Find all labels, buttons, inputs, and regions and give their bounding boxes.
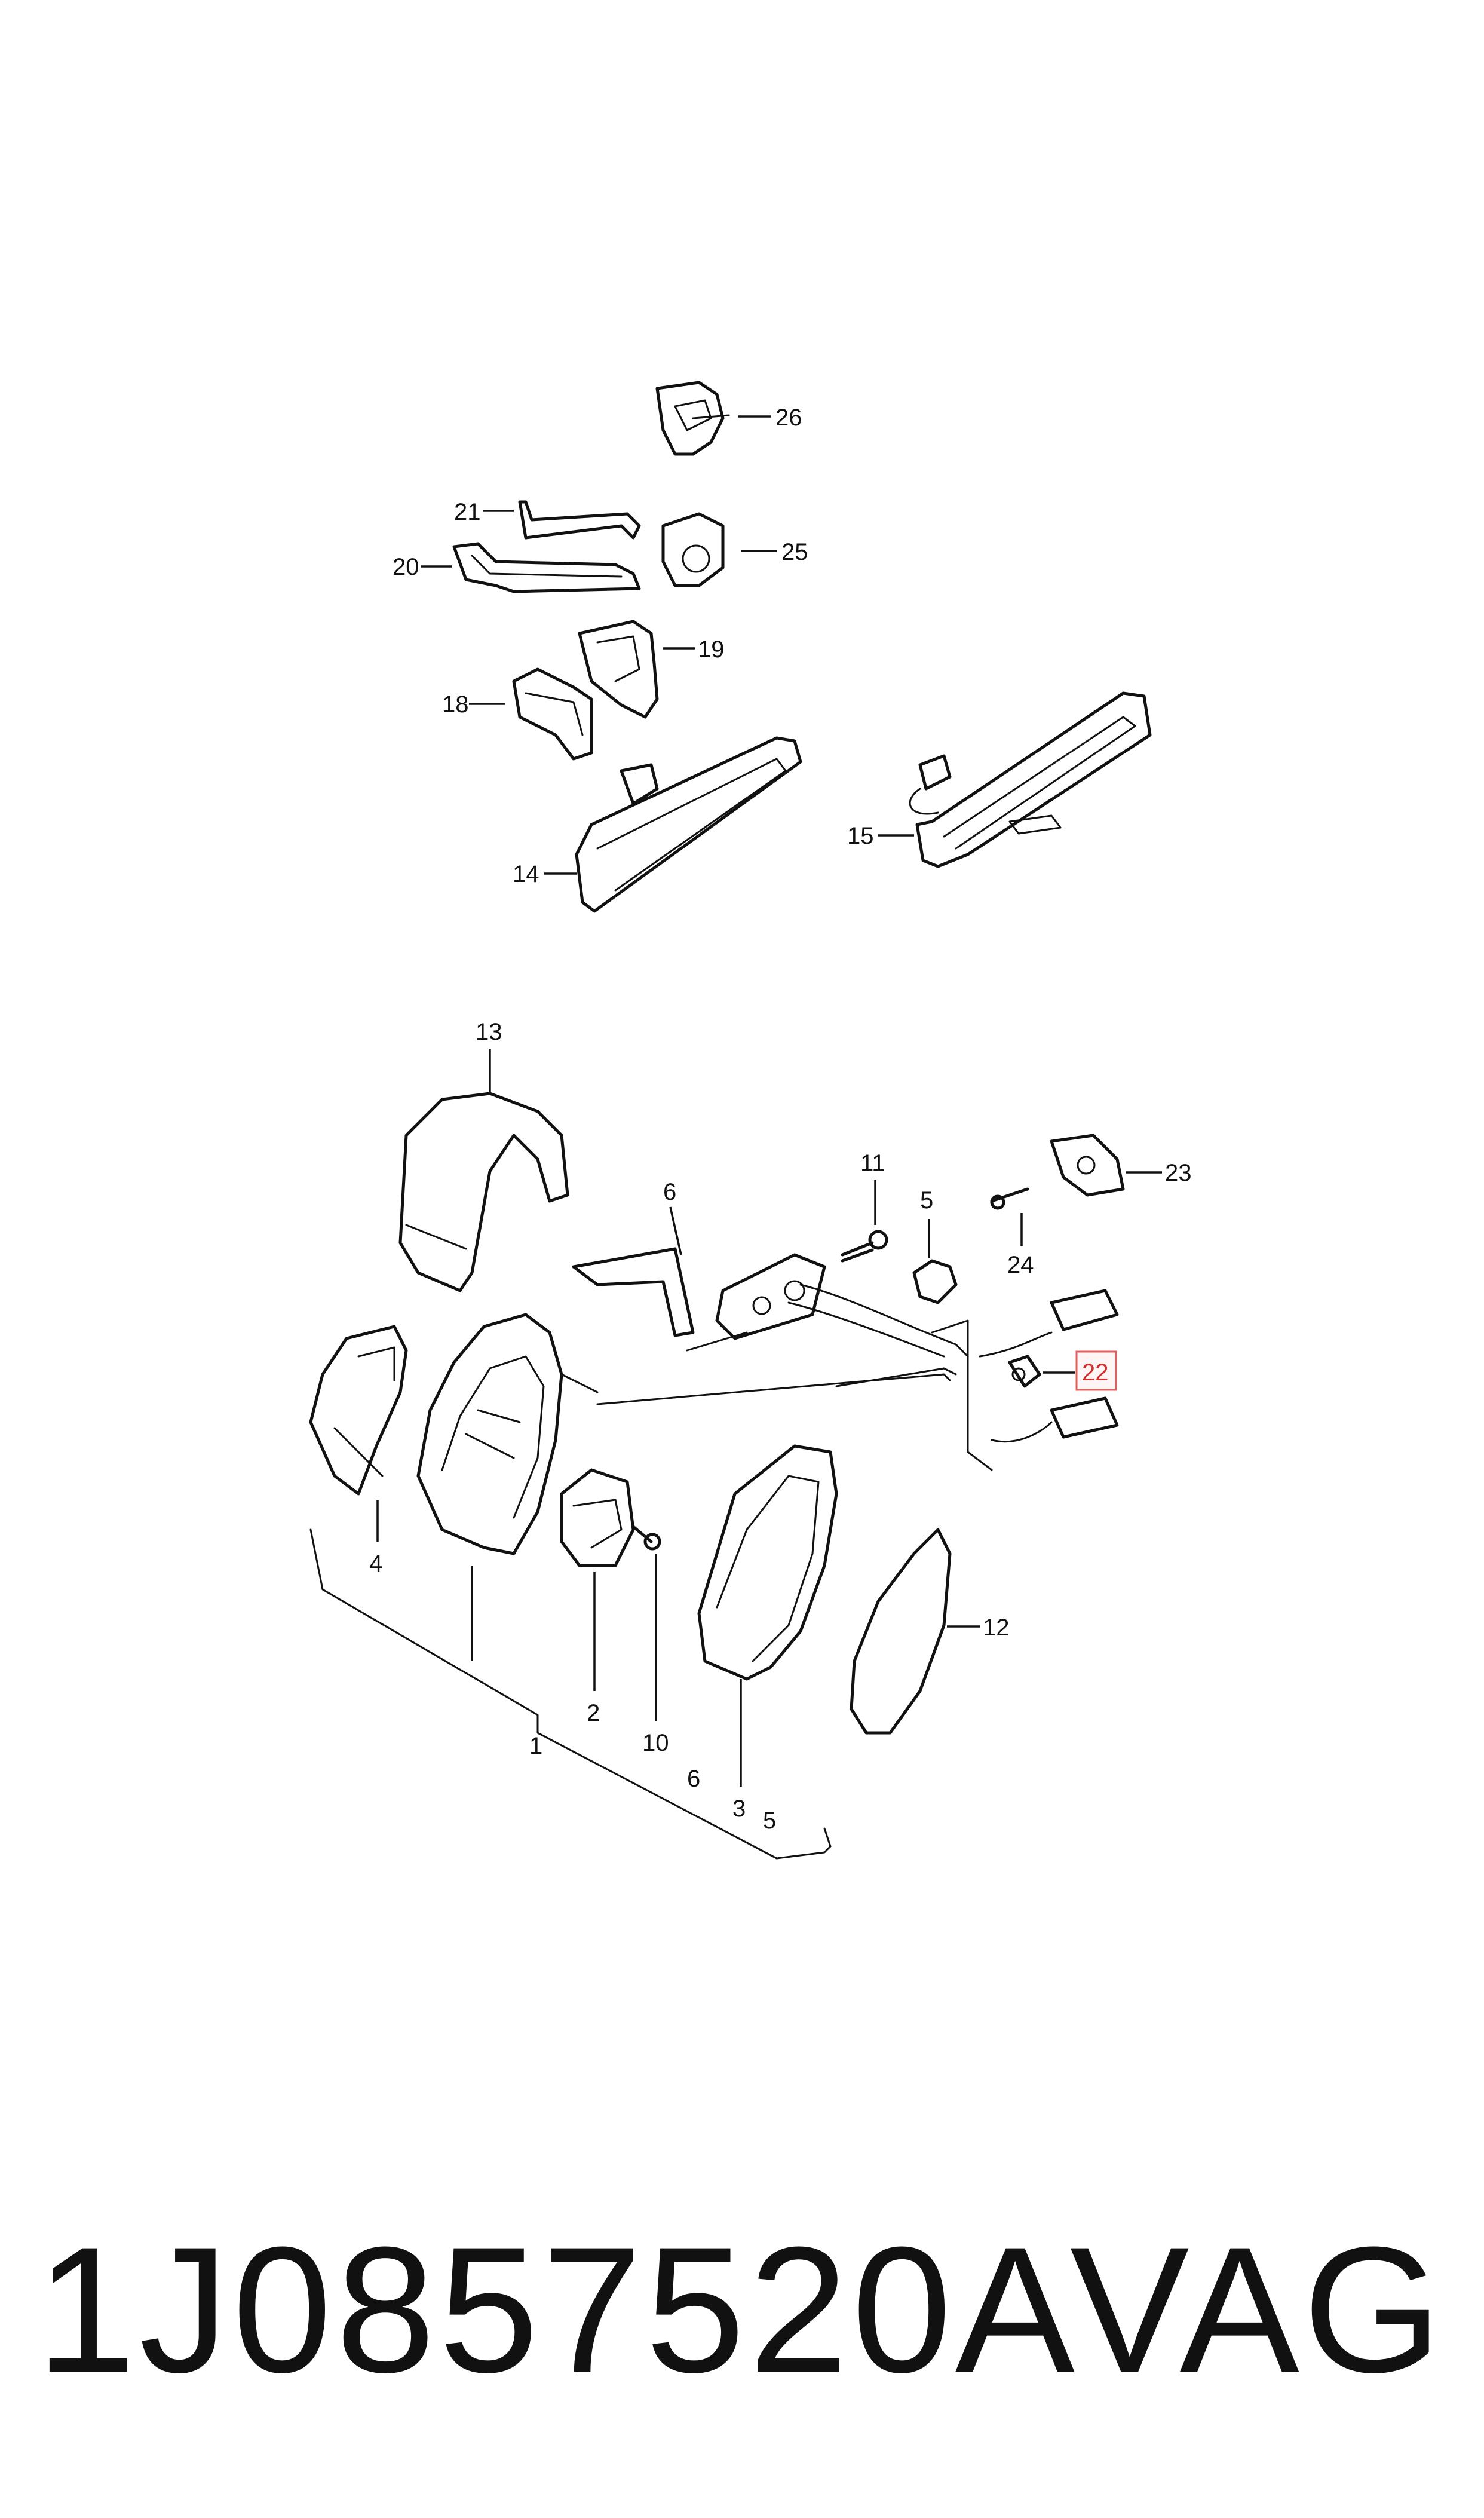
callout-11: 11	[860, 1150, 885, 1177]
part-18-cover-half	[512, 667, 593, 761]
callout-13: 13	[476, 1019, 502, 1045]
part-15-rearview-mirror-dimming	[909, 691, 1152, 868]
part-25-cover	[661, 512, 725, 587]
part-26-bracket	[655, 381, 730, 456]
callout-10: 10	[642, 1730, 669, 1756]
part-6-mirror-frame	[572, 1247, 826, 1340]
part-5-grommet	[912, 1259, 958, 1304]
callout-12: 12	[983, 1615, 1010, 1641]
callout-18: 18	[442, 691, 469, 718]
callout-4: 4	[369, 1551, 382, 1577]
part-1-mirror-housing	[416, 1313, 599, 1555]
part-23-connector-plate	[1050, 1134, 1125, 1197]
brand-name: VAG	[1069, 2209, 1446, 2410]
part-10-screw	[631, 1525, 661, 1551]
part-2-adjust-motor	[560, 1468, 635, 1567]
part-11-screw	[841, 1230, 888, 1263]
callout-23: 23	[1165, 1160, 1192, 1186]
part-19-cover-half	[578, 620, 659, 719]
part-22-bulb	[1008, 1355, 1041, 1388]
wiring-harness	[596, 1283, 1119, 1443]
part-caption: 1J0857520A VAG	[36, 2211, 1458, 2408]
callout-21: 21	[454, 499, 481, 525]
assembly-brackets	[309, 1319, 993, 1860]
callout-6-bottom: 6	[687, 1766, 700, 1792]
part-24-screw	[990, 1187, 1029, 1210]
callout-24: 24	[1007, 1252, 1034, 1278]
callout-2: 2	[587, 1700, 600, 1726]
callout-20: 20	[393, 554, 419, 580]
callout-6-top: 6	[663, 1179, 676, 1205]
callout-1: 1	[529, 1733, 542, 1759]
part-14-rearview-mirror	[575, 736, 802, 913]
callout-19: 19	[698, 636, 725, 663]
part-number: 1J0857520A	[36, 2209, 1078, 2410]
callout-5-top: 5	[920, 1187, 933, 1214]
callout-14: 14	[513, 861, 539, 887]
part-3-glass-carrier	[697, 1444, 838, 1681]
part-13-mirror-cap	[398, 1092, 569, 1292]
callout-15: 15	[847, 823, 874, 849]
part-4-turn-signal	[309, 1325, 408, 1496]
part-20-bracket-long	[452, 542, 641, 593]
callout-22-highlight-box	[1075, 1350, 1117, 1391]
callout-5-bottom: 5	[763, 1808, 776, 1834]
part-21-clip	[518, 500, 641, 540]
part-12-mirror-glass	[850, 1528, 952, 1735]
callout-26: 26	[775, 405, 802, 431]
callout-22: 22	[1082, 1359, 1109, 1386]
callout-25: 25	[781, 539, 808, 565]
callout-3: 3	[732, 1796, 746, 1822]
